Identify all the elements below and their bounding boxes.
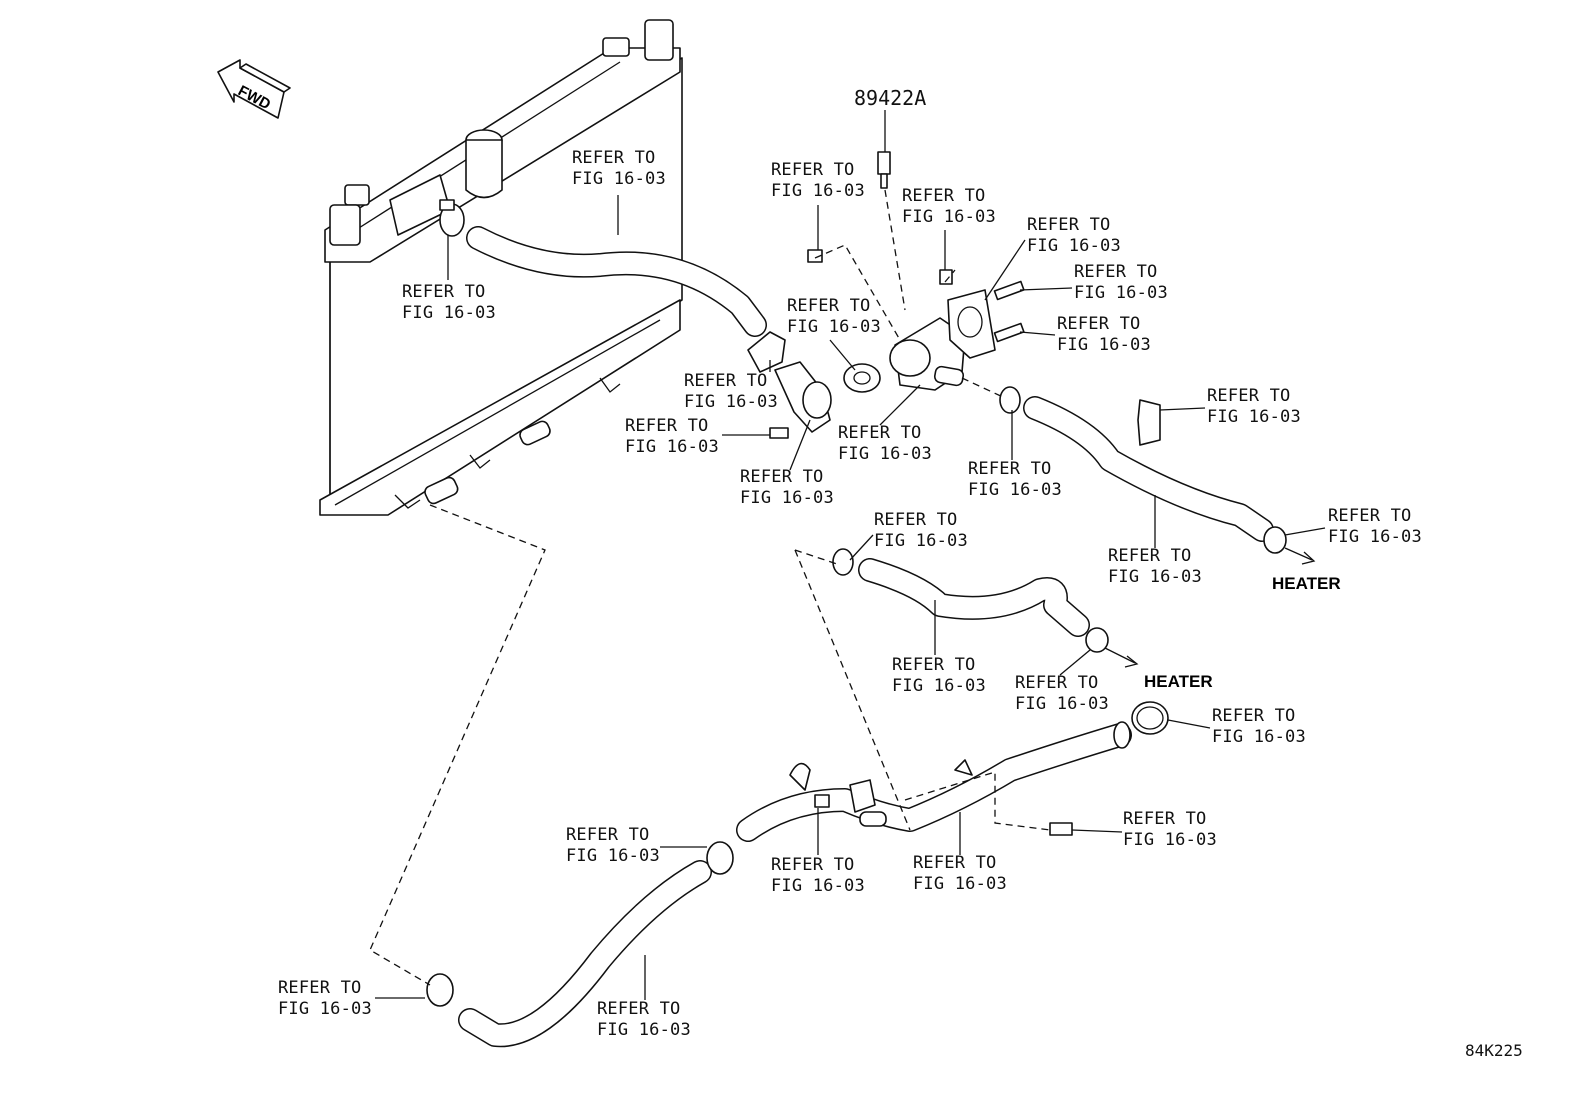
diagram-code: 84K225 <box>1465 1041 1523 1060</box>
fwd-arrow-icon: FWD <box>217 59 291 119</box>
o-ring <box>1131 701 1169 735</box>
water-outlet-housing <box>889 317 966 391</box>
temperature-sensor <box>877 151 891 189</box>
hose-clamp-upper <box>439 199 465 237</box>
upper-radiator-hose <box>466 226 767 337</box>
heater-hose-1 <box>1023 396 1274 542</box>
thermostat <box>843 363 881 393</box>
leader-lines <box>375 110 1326 1000</box>
heater-hose-2 <box>858 558 1090 637</box>
water-inlet <box>774 361 832 433</box>
hose-clamp-lower <box>426 841 734 1007</box>
hose-clamp-heater-1 <box>999 386 1287 554</box>
part-number: 89422A <box>854 86 927 110</box>
water-pipe <box>736 721 1132 842</box>
bracket-small <box>747 331 786 373</box>
clip-bracket <box>1137 399 1161 446</box>
bolts-and-studs <box>769 249 1073 836</box>
lower-radiator-hose <box>458 860 712 1048</box>
heater-label-1: HEATER <box>1272 574 1341 593</box>
heater-label-2: HEATER <box>1144 672 1213 691</box>
gasket <box>947 289 996 359</box>
radiator <box>319 19 683 516</box>
dashed-guide-lines <box>369 189 1051 986</box>
